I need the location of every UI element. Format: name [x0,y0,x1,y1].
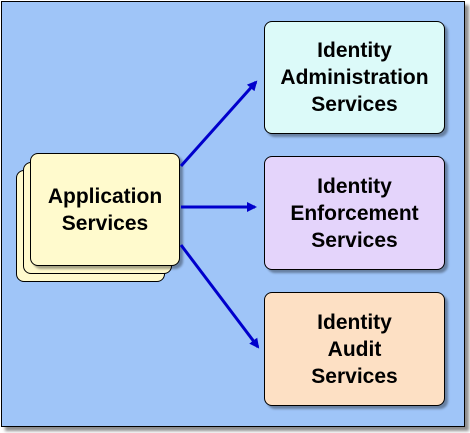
identity-administration-services-box: Identity Administration Services [264,21,445,134]
application-services-line-1: Application [47,184,163,208]
audit-line-2: Audit [327,337,382,361]
application-services-line-2: Services [61,211,149,235]
audit-line-3: Services [311,364,398,388]
identity-audit-services-box: Identity Audit Services [264,292,445,406]
administration-line-1: Identity [317,39,392,62]
enforcement-line-1: Identity [317,174,392,198]
administration-line-3: Services [311,93,398,116]
enforcement-line-2: Enforcement [290,201,419,225]
enforcement-line-3: Services [311,228,398,252]
application-services-box: Application Services [30,153,180,266]
audit-line-1: Identity [317,310,392,334]
administration-line-2: Administration [280,66,429,89]
arrow-to-administration [179,80,258,167]
arrow-to-audit [179,244,260,349]
identity-enforcement-services-box: Identity Enforcement Services [264,156,445,270]
